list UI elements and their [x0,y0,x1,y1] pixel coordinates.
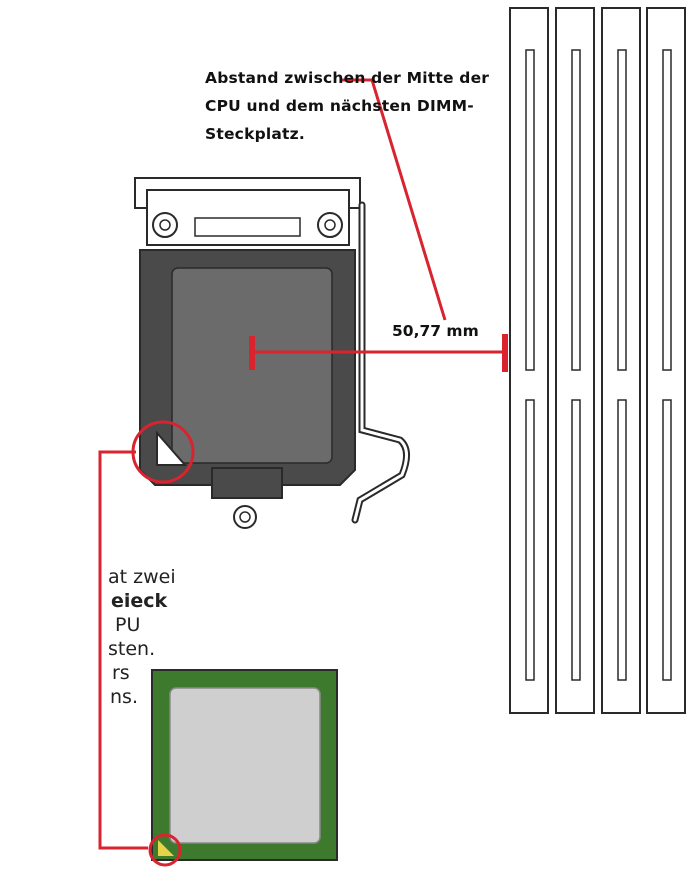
dimm-slot-icon [646,7,686,714]
side-text-line: PU [115,614,141,636]
callout-line: Steckplatz. [205,125,305,143]
side-text: at zwei eieck PU sten. rs ns. [0,565,176,709]
callout-line: Abstand zwischen der Mitte der [205,69,490,87]
side-text-line: eieck [111,590,168,612]
side-text-line: sten. [108,638,156,660]
side-text-line: rs [112,662,130,684]
dimm-slot-icon [509,7,549,714]
connector-line [98,450,148,850]
triangle-marker-icon [156,430,188,466]
distance-callout: Abstand zwischen der Mitte der CPU und d… [205,64,490,148]
side-text-line: ns. [110,686,138,708]
annotations [98,78,508,867]
dimm-slot-icon [601,7,641,714]
callout-line: CPU und dem nächsten DIMM- [205,97,474,115]
cpu-chip-icon [151,669,338,861]
side-text-line: at zwei [108,566,176,588]
dimm-slots [509,7,686,714]
measurement-label: 50,77 mm [392,322,479,340]
triangle-marker-icon [158,840,174,856]
cpu-highlight-circle [148,833,182,867]
dimm-slot-icon [555,7,595,714]
